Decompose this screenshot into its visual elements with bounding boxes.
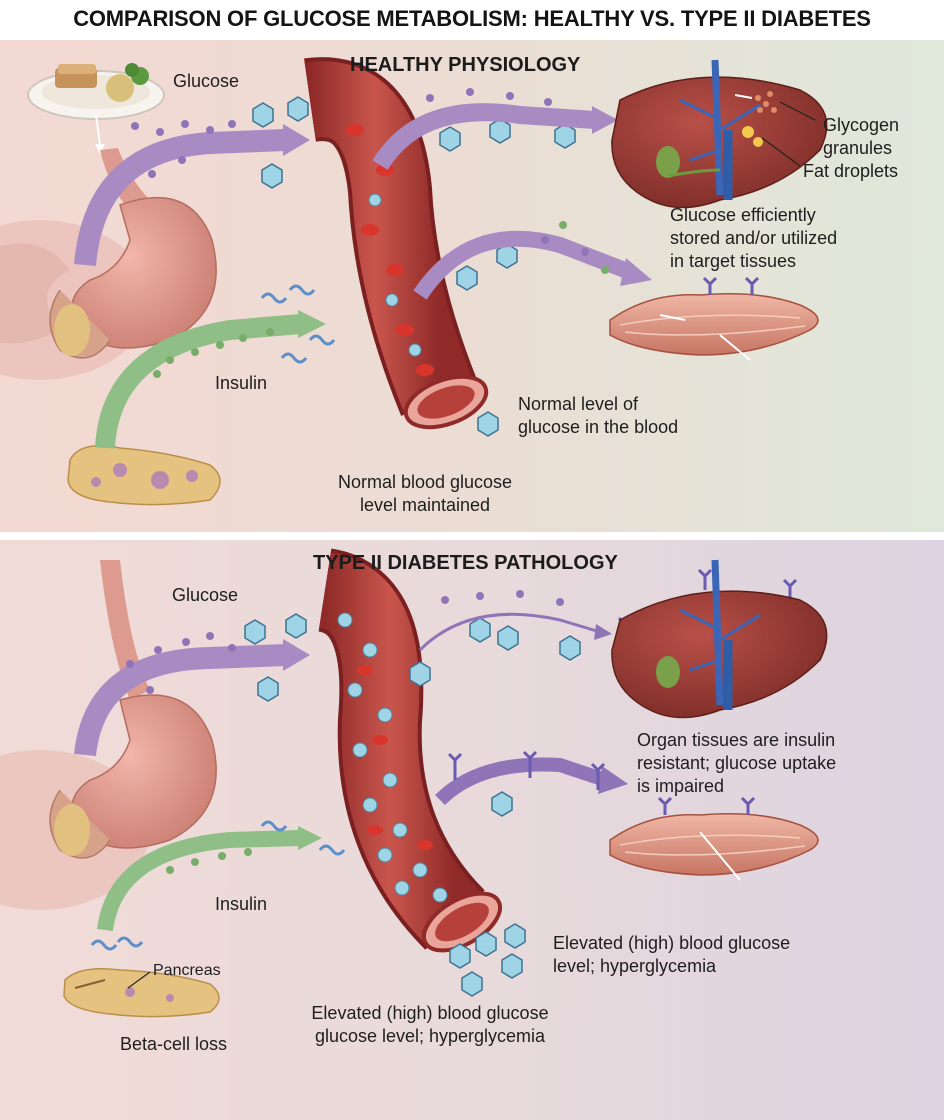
healthy-glucose-label: Glucose xyxy=(173,71,240,91)
pancreas-shape xyxy=(67,445,221,506)
glycogen-label: Glycogen xyxy=(823,115,900,135)
liver-impaired-arrow xyxy=(418,612,601,652)
main-title: COMPARISON OF GLUCOSE METABOLISM: HEALTH… xyxy=(73,6,871,31)
diabetes-illustration xyxy=(0,548,828,1018)
insulin-release-arrow xyxy=(95,314,301,449)
elevated-right-line2: level; hyperglycemia xyxy=(553,956,717,976)
beta-cell-loss-label: Beta-cell loss xyxy=(120,1034,228,1054)
pancreas-shape xyxy=(63,968,220,1018)
healthy-insulin-label: Insulin xyxy=(215,373,268,393)
glucose-dots xyxy=(131,120,236,178)
healthy-heading: HEALTHY PHYSIOLOGY xyxy=(350,54,581,76)
glucose-dots xyxy=(126,632,236,694)
insulin-dots xyxy=(153,328,274,378)
liver-shape xyxy=(611,559,828,719)
liver-uptake-arrow xyxy=(372,103,596,170)
diabetes-panel: TYPE II DIABETES PATHOLOGY Glucose Insul… xyxy=(0,540,944,1120)
fat-droplets-label: Fat droplets xyxy=(803,161,899,181)
glucose-molecules xyxy=(252,96,654,437)
insulin-dots xyxy=(166,848,252,874)
muscle-shape xyxy=(609,276,819,361)
resist-line2: resistant; glucose uptake xyxy=(637,753,837,773)
muscle-shape xyxy=(609,796,819,881)
diabetes-heading: TYPE II DIABETES PATHOLOGY xyxy=(313,552,618,574)
muscle-impaired-arrow xyxy=(435,757,608,806)
insulin-molecules xyxy=(260,284,336,364)
blood-vessel xyxy=(304,57,489,430)
insulin-molecules xyxy=(90,820,346,951)
resist-line1: Organ tissues are insulin xyxy=(637,730,836,750)
elevated-bottom-line1: Elevated (high) blood glucose xyxy=(311,1003,549,1023)
blood-level-line2: glucose in the blood xyxy=(518,417,679,437)
glucose-absorption-arrow xyxy=(74,644,286,757)
granules-label: granules xyxy=(823,138,893,158)
maintained-line1: Normal blood glucose xyxy=(337,472,513,492)
panel-divider xyxy=(0,532,944,540)
elevated-bottom-line2: glucose level; hyperglycemia xyxy=(314,1026,546,1046)
healthy-panel: HEALTHY PHYSIOLOGY Glucose Insulin Glyco… xyxy=(0,40,944,532)
liver-shape xyxy=(611,59,828,209)
blood-vessel xyxy=(315,548,502,953)
healthy-illustration xyxy=(0,57,828,506)
glucose-absorption-arrow xyxy=(74,129,286,267)
resist-line3: is impaired xyxy=(637,776,725,796)
tissue-label-line1: Glucose efficiently xyxy=(670,205,816,225)
elevated-right-line1: Elevated (high) blood glucose xyxy=(553,933,791,953)
tissue-label-line2: stored and/or utilized xyxy=(670,228,838,248)
blood-level-line1: Normal level of xyxy=(518,394,639,414)
diabetes-insulin-label: Insulin xyxy=(215,894,268,914)
food-arrow xyxy=(95,114,101,146)
insulin-release-arrow xyxy=(97,830,301,932)
muscle-uptake-arrow xyxy=(413,230,633,300)
diabetes-glucose-label: Glucose xyxy=(172,585,239,605)
maintained-line2: level maintained xyxy=(359,495,491,515)
pancreas-label: Pancreas xyxy=(153,962,221,979)
glucose-molecules xyxy=(244,613,581,997)
food-plate-icon xyxy=(27,63,165,120)
tissue-label-line3: in target tissues xyxy=(670,251,797,271)
